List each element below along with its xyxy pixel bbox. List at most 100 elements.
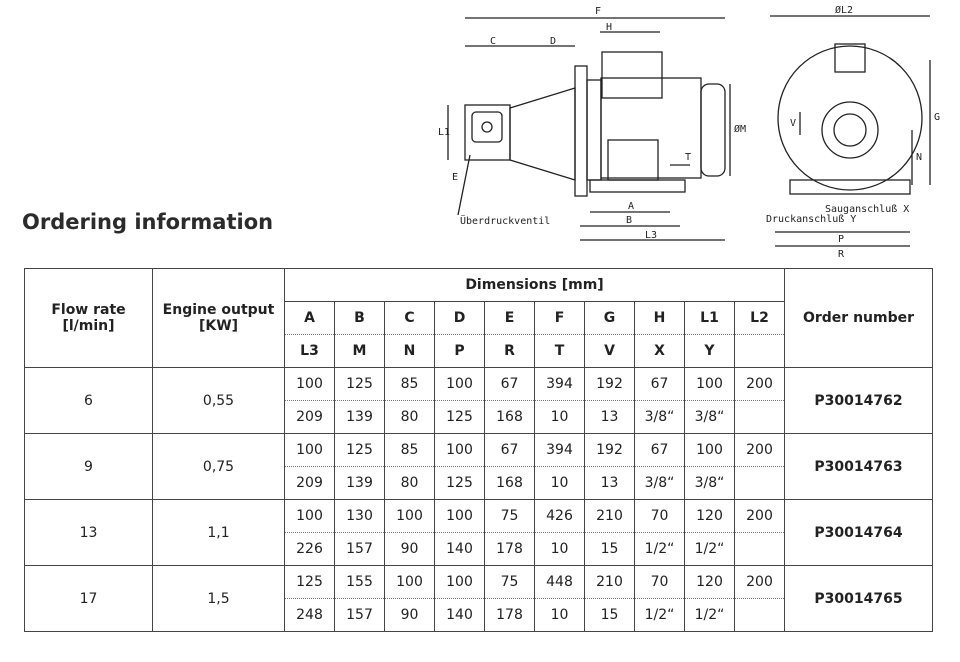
label-D: D xyxy=(550,36,556,47)
dimension-cell: 100 xyxy=(284,367,335,401)
dimension-cell: 125 xyxy=(334,367,385,401)
dimension-cell: 155 xyxy=(334,565,385,599)
dimension-cell: 125 xyxy=(434,466,485,500)
label-pressure-port: Druckanschluß Y xyxy=(766,214,856,225)
dimension-cell: 100 xyxy=(284,433,335,467)
dimension-cell: 67 xyxy=(634,433,685,467)
dimension-cell: 200 xyxy=(734,367,785,401)
header-dim-l1: L1 xyxy=(684,301,735,335)
header-dim-l3: L3 xyxy=(284,334,335,368)
dimension-cell: 67 xyxy=(634,367,685,401)
dimension-cell: 3/8“ xyxy=(684,400,735,434)
dimension-cell: 13 xyxy=(584,400,635,434)
flow-rate-cell: 17 xyxy=(24,565,153,632)
label-suction-port: Sauganschluß X xyxy=(825,204,909,215)
dimension-cell: 209 xyxy=(284,466,335,500)
dimension-cell: 139 xyxy=(334,400,385,434)
dimension-cell: 1/2“ xyxy=(634,598,685,632)
dimension-cell: 426 xyxy=(534,499,585,533)
dimension-cell: 200 xyxy=(734,499,785,533)
dimension-cell xyxy=(734,532,785,566)
dimension-cell: 157 xyxy=(334,532,385,566)
dimension-cell: 10 xyxy=(534,400,585,434)
dimension-cell: 125 xyxy=(434,400,485,434)
dimension-cell: 75 xyxy=(484,499,535,533)
label-N: N xyxy=(916,152,922,163)
dimension-cell: 192 xyxy=(584,367,635,401)
dimension-cell: 139 xyxy=(334,466,385,500)
header-dimensions: Dimensions [mm] xyxy=(284,268,785,302)
header-dim-x: X xyxy=(634,334,685,368)
dimension-cell: 70 xyxy=(634,565,685,599)
dimension-cell: 13 xyxy=(584,466,635,500)
header-dim-b: B xyxy=(334,301,385,335)
header-dim-h: H xyxy=(634,301,685,335)
dimension-cell: 100 xyxy=(434,433,485,467)
label-T: T xyxy=(685,152,691,163)
dimension-cell: 168 xyxy=(484,400,535,434)
label-L3: L3 xyxy=(645,230,657,241)
dimension-cell: 100 xyxy=(434,367,485,401)
header-row: Flow rate[l/min]Engine output[KW]Dimensi… xyxy=(24,268,933,368)
dimension-cell: 210 xyxy=(584,565,635,599)
dimension-cell: 80 xyxy=(384,400,435,434)
dimension-cell: 394 xyxy=(534,433,585,467)
dimension-cell: 1/2“ xyxy=(684,532,735,566)
dimension-cell: 1/2“ xyxy=(634,532,685,566)
header-dim-a: A xyxy=(284,301,335,335)
label-B: B xyxy=(626,215,632,226)
label-F: F xyxy=(595,6,601,17)
dimension-cell: 1/2“ xyxy=(684,598,735,632)
dimension-cell: 90 xyxy=(384,598,435,632)
dimension-cell: 100 xyxy=(434,565,485,599)
header-dim-t: T xyxy=(534,334,585,368)
flow-rate-cell: 9 xyxy=(24,433,153,500)
dimension-cell: 200 xyxy=(734,565,785,599)
header-dim-c: C xyxy=(384,301,435,335)
header-dim-empty xyxy=(734,334,785,368)
ordering-table: Flow rate[l/min]Engine output[KW]Dimensi… xyxy=(24,268,933,632)
header-flow-rate: Flow rate[l/min] xyxy=(24,268,153,368)
dimension-cell: 140 xyxy=(434,532,485,566)
header-dim-m: M xyxy=(334,334,385,368)
header-dim-n: N xyxy=(384,334,435,368)
dimension-cell: 10 xyxy=(534,532,585,566)
dimension-cell: 130 xyxy=(334,499,385,533)
header-dim-d: D xyxy=(434,301,485,335)
order-number-cell: P30014764 xyxy=(784,499,933,566)
dimension-cell: 209 xyxy=(284,400,335,434)
label-C: C xyxy=(490,36,496,47)
dimension-cell xyxy=(734,598,785,632)
header-dim-y: Y xyxy=(684,334,735,368)
dimension-cell: 192 xyxy=(584,433,635,467)
dimension-cell: 120 xyxy=(684,565,735,599)
label-G: G xyxy=(934,112,940,123)
dimension-cell: 200 xyxy=(734,433,785,467)
header-dim-v: V xyxy=(584,334,635,368)
header-dim-f: F xyxy=(534,301,585,335)
dimension-cell: 67 xyxy=(484,367,535,401)
label-H: H xyxy=(606,22,612,33)
order-number-cell: P30014765 xyxy=(784,565,933,632)
dimension-cell: 67 xyxy=(484,433,535,467)
dimension-cell: 100 xyxy=(684,367,735,401)
dimension-cell: 178 xyxy=(484,598,535,632)
pump-dimension-drawing: F H C D L1 E T A B L3 ØM ØL2 G V N P R Ü… xyxy=(438,4,940,260)
dimension-cell: 157 xyxy=(334,598,385,632)
order-number-cell: P30014763 xyxy=(784,433,933,500)
order-number-cell: P30014762 xyxy=(784,367,933,434)
dimension-cell: 448 xyxy=(534,565,585,599)
dimension-cell: 85 xyxy=(384,433,435,467)
dimension-cell: 3/8“ xyxy=(634,400,685,434)
label-A: A xyxy=(628,201,634,212)
dimension-cell: 125 xyxy=(334,433,385,467)
page-title: Ordering information xyxy=(22,210,274,234)
label-R: R xyxy=(838,249,845,260)
label-L1: L1 xyxy=(438,127,450,138)
dimension-cell: 75 xyxy=(484,565,535,599)
dimension-cell: 178 xyxy=(484,532,535,566)
